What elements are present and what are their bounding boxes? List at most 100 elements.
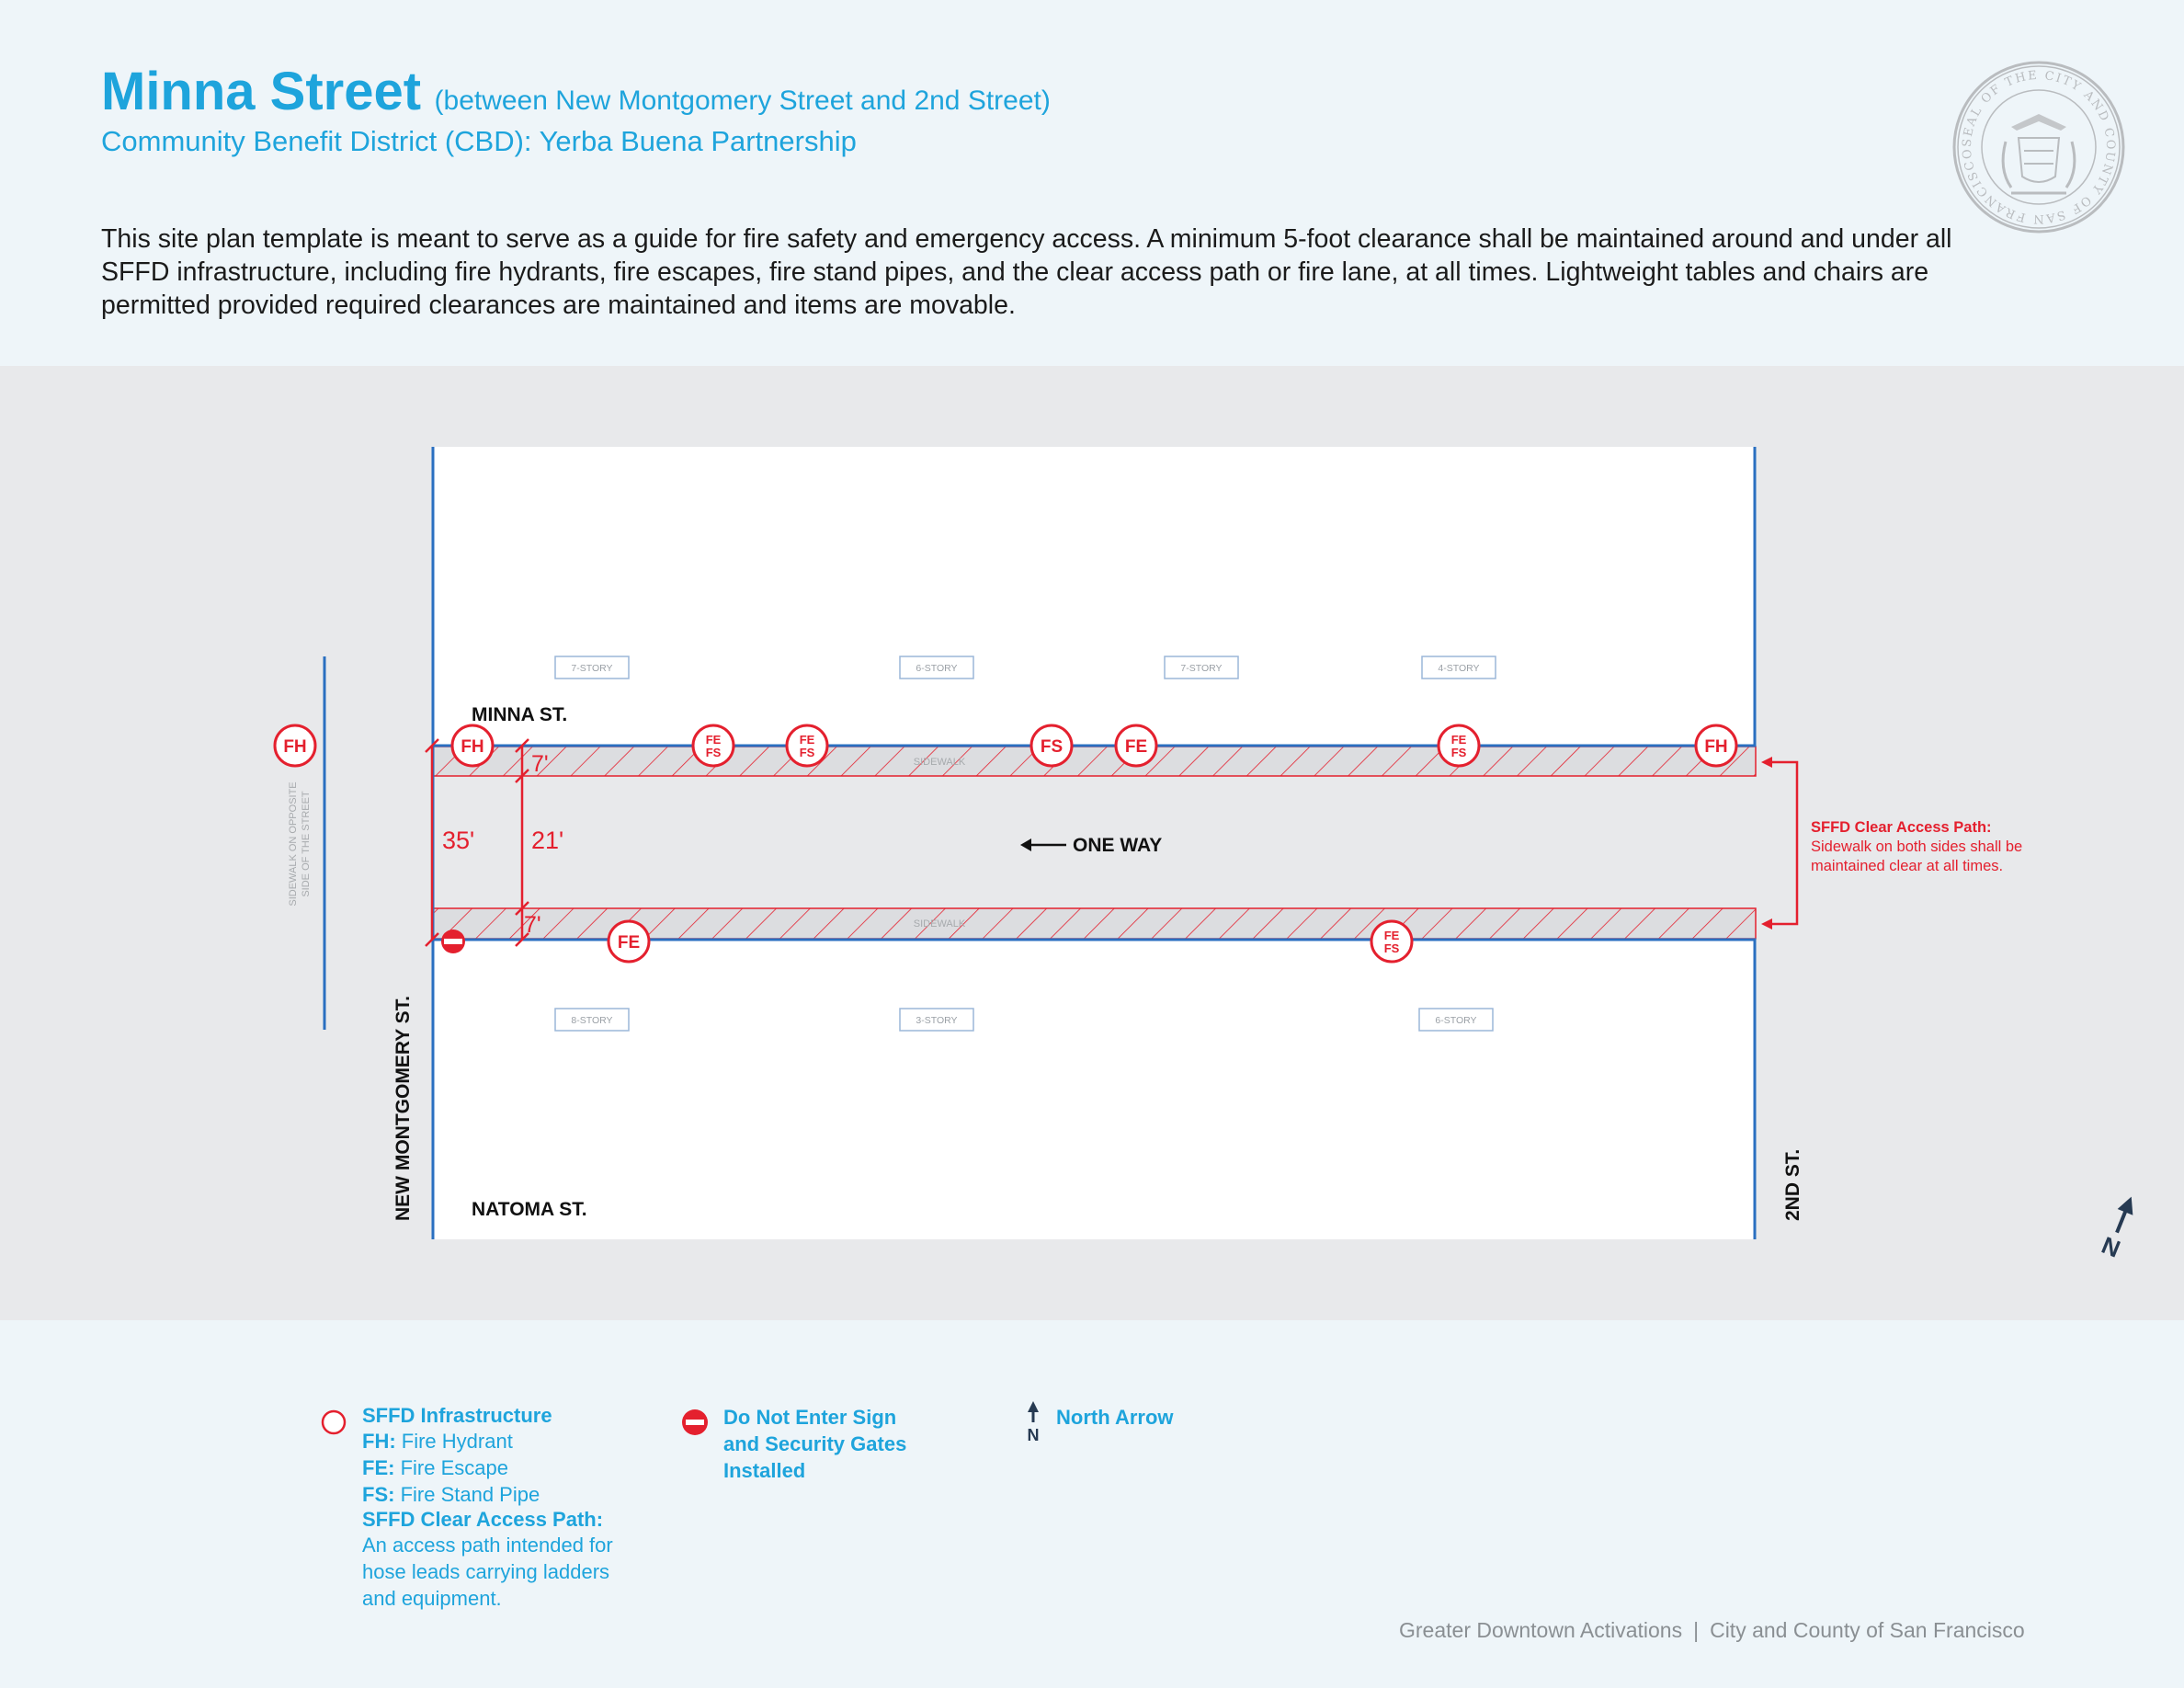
- infrastructure-circle-icon: [450, 724, 495, 768]
- building-label-box: [1421, 656, 1496, 679]
- opposite-infrastructure: FH: [273, 724, 317, 768]
- title-row: Minna Street (between New Montgomery Str…: [101, 61, 1051, 122]
- building-north-3: 4-STORY: [1421, 656, 1496, 679]
- legend-fh-key: FH:: [362, 1430, 396, 1453]
- infrastructure-code: FE: [706, 733, 722, 747]
- building-label-box: [554, 1008, 630, 1032]
- legend-fs-key: FS:: [362, 1483, 395, 1506]
- clear-path-note-title: SFFD Clear Access Path:: [1811, 819, 1992, 836]
- infrastructure-code: FE: [800, 733, 815, 747]
- infrastructure-circle-icon: [691, 724, 735, 768]
- south-sidewalk-label: SIDEWALK: [914, 918, 966, 930]
- site-plan-description: This site plan template is meant to serv…: [101, 224, 1952, 320]
- legend-path-desc-1: An access path intended for: [362, 1534, 613, 1557]
- north-block: [432, 447, 1756, 745]
- new-montgomery-street-label: NEW MONTGOMERY ST.: [392, 996, 414, 1221]
- dimension-sidewalk-bottom: 7': [524, 912, 541, 938]
- legend-fe: FE: Fire Escape: [362, 1454, 613, 1481]
- building-north-0: 7-STORY: [554, 656, 630, 679]
- north-sidewalk-hatch: [431, 746, 1757, 777]
- building-story-label: 8-STORY: [571, 1015, 612, 1026]
- opposite-sidewalk-label-1: SIDEWALK ON OPPOSITE: [288, 781, 299, 906]
- opposite-sidewalk-label-2: SIDE OF THE STREET: [301, 791, 312, 897]
- building-story-label: 6-STORY: [1435, 1015, 1476, 1026]
- infrastructure-circle-icon: [1694, 724, 1738, 768]
- north-buildings: 7-STORY 6-STORY 7-STORY 4-STORY: [554, 656, 1496, 679]
- dimension-total: 35': [442, 827, 474, 854]
- north-arrow-legend-letter: N: [1028, 1426, 1040, 1443]
- building-story-label: 7-STORY: [1180, 663, 1222, 674]
- dimension-sidewalk-top: 7': [531, 751, 549, 777]
- infrastructure-code: FS: [706, 746, 722, 759]
- infrastructure-circle-icon: [785, 724, 829, 768]
- page-title: Minna Street: [101, 62, 422, 121]
- south-block: [432, 941, 1756, 1239]
- do-not-enter-legend-icon: [682, 1409, 708, 1435]
- dimension-street: 21': [531, 827, 563, 854]
- south-sidewalk-hatch: [431, 907, 1757, 940]
- footer-right: City and County of San Francisco: [1710, 1618, 2025, 1642]
- legend-fe-value: Fire Escape: [400, 1456, 508, 1479]
- legend-fh-value: Fire Hydrant: [401, 1430, 513, 1453]
- natoma-street-label: NATOMA ST.: [472, 1199, 587, 1220]
- one-way-indicator: ONE WAY: [1020, 835, 1162, 856]
- page-subtitle: (between New Montgomery Street and 2nd S…: [434, 86, 1051, 116]
- building-south-0: 8-STORY: [554, 1008, 630, 1032]
- north-arrow-letter: N: [2098, 1231, 2124, 1263]
- do-not-enter-legend: Do Not Enter Sign and Security Gates Ins…: [723, 1404, 906, 1484]
- minna-street-label: MINNA ST.: [472, 704, 567, 725]
- infrastructure-legend-icon: [321, 1409, 347, 1435]
- building-north-2: 7-STORY: [1164, 656, 1239, 679]
- infrastructure-code: FH: [461, 737, 483, 757]
- infrastructure-circle-icon: [1370, 919, 1414, 964]
- north-arrow-legend-icon: N: [1028, 1401, 1040, 1443]
- infrastructure-marker: FE: [607, 919, 651, 964]
- south-buildings: 8-STORY 3-STORY 6-STORY: [554, 1008, 1494, 1032]
- do-not-enter-sign-icon: [441, 930, 465, 953]
- building-south-1: 3-STORY: [899, 1008, 974, 1032]
- clear-path-note-line2: maintained clear at all times.: [1811, 858, 2003, 874]
- legend-path-title: SFFD Clear Access Path:: [362, 1508, 604, 1531]
- legend-north-arrow: North Arrow: [1056, 1406, 1174, 1429]
- clear-path-arrow-top: [1761, 757, 1772, 768]
- legend-infra-title: SFFD Infrastructure: [362, 1404, 552, 1427]
- site-plan-map: SIDEWALK SIDEWALK MINNA ST. NATOMA ST. N…: [0, 366, 2184, 1320]
- legend-fe-key: FE:: [362, 1456, 395, 1479]
- footer: Greater Downtown Activations|City and Co…: [1399, 1618, 2025, 1643]
- infrastructure-marker: FE: [1114, 724, 1158, 768]
- infrastructure-circle-icon: [1437, 724, 1481, 768]
- building-story-label: 6-STORY: [916, 663, 957, 674]
- infrastructure-code: FE: [618, 933, 640, 952]
- infrastructure-code: FE: [1451, 733, 1467, 747]
- clear-path-note-line1: Sidewalk on both sides shall be: [1811, 838, 2022, 855]
- city-seal-icon: SEAL OF THE CITY AND COUNTY OF SAN FRANC…: [1952, 61, 2125, 234]
- infrastructure-code: FE: [1384, 929, 1400, 942]
- legend-fh: FH: Fire Hydrant: [362, 1428, 613, 1454]
- legend-fs: FS: Fire Stand Pipe: [362, 1481, 613, 1508]
- infrastructure-legend: SFFD Infrastructure FH: Fire Hydrant FE:…: [362, 1404, 613, 1612]
- infrastructure-circle-icon: [273, 724, 317, 768]
- infrastructure-code: FS: [800, 746, 815, 759]
- infrastructure-code: FS: [1384, 941, 1400, 955]
- infrastructure-circle-icon: [1029, 724, 1074, 768]
- building-story-label: 7-STORY: [571, 663, 612, 674]
- one-way-label: ONE WAY: [1073, 835, 1162, 856]
- building-label-box: [1418, 1008, 1494, 1032]
- footer-separator: |: [1693, 1618, 1700, 1642]
- legend-path-desc-2: hose leads carrying ladders: [362, 1560, 610, 1583]
- legend-dne-3: Installed: [723, 1459, 806, 1482]
- infrastructure-code: FE: [1125, 737, 1147, 757]
- building-label-box: [899, 656, 974, 679]
- cbd-name: Community Benefit District (CBD): Yerba …: [101, 125, 857, 157]
- dimension-lines: [425, 738, 529, 947]
- building-north-1: 6-STORY: [899, 656, 974, 679]
- infrastructure-code: FH: [1704, 737, 1727, 757]
- legend-dne-2: and Security Gates: [723, 1432, 907, 1455]
- second-street-label: 2ND ST.: [1782, 1149, 1803, 1221]
- infrastructure-marker: FH: [1694, 724, 1738, 768]
